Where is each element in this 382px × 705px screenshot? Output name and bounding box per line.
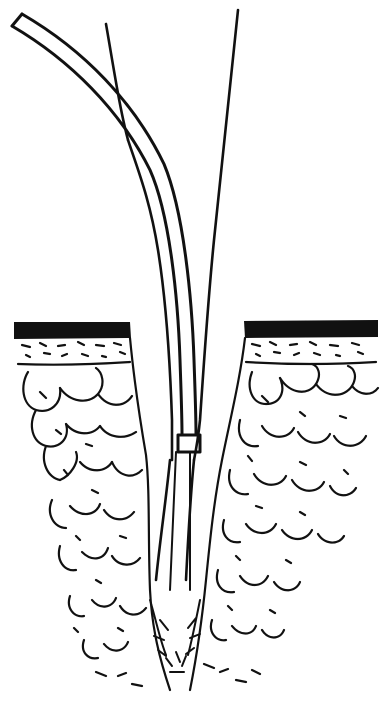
- wound-base-tissue: [150, 600, 200, 672]
- left-dermis-layer: [18, 342, 130, 365]
- right-suture-strand: [186, 10, 238, 580]
- right-wound-edge: [190, 320, 378, 690]
- left-suture-strand: [106, 24, 172, 580]
- right-incision-wall: [190, 338, 245, 690]
- drain-tube-open-end: [12, 14, 22, 26]
- right-skin-epidermis: [244, 320, 378, 338]
- left-skin-epidermis: [14, 322, 131, 339]
- drain-tube-outer-wall: [12, 26, 182, 435]
- left-wound-edge: [14, 322, 170, 690]
- left-fat-lobules: [23, 368, 146, 686]
- right-fat-lobules: [204, 364, 378, 682]
- right-dermis-layer: [246, 342, 376, 364]
